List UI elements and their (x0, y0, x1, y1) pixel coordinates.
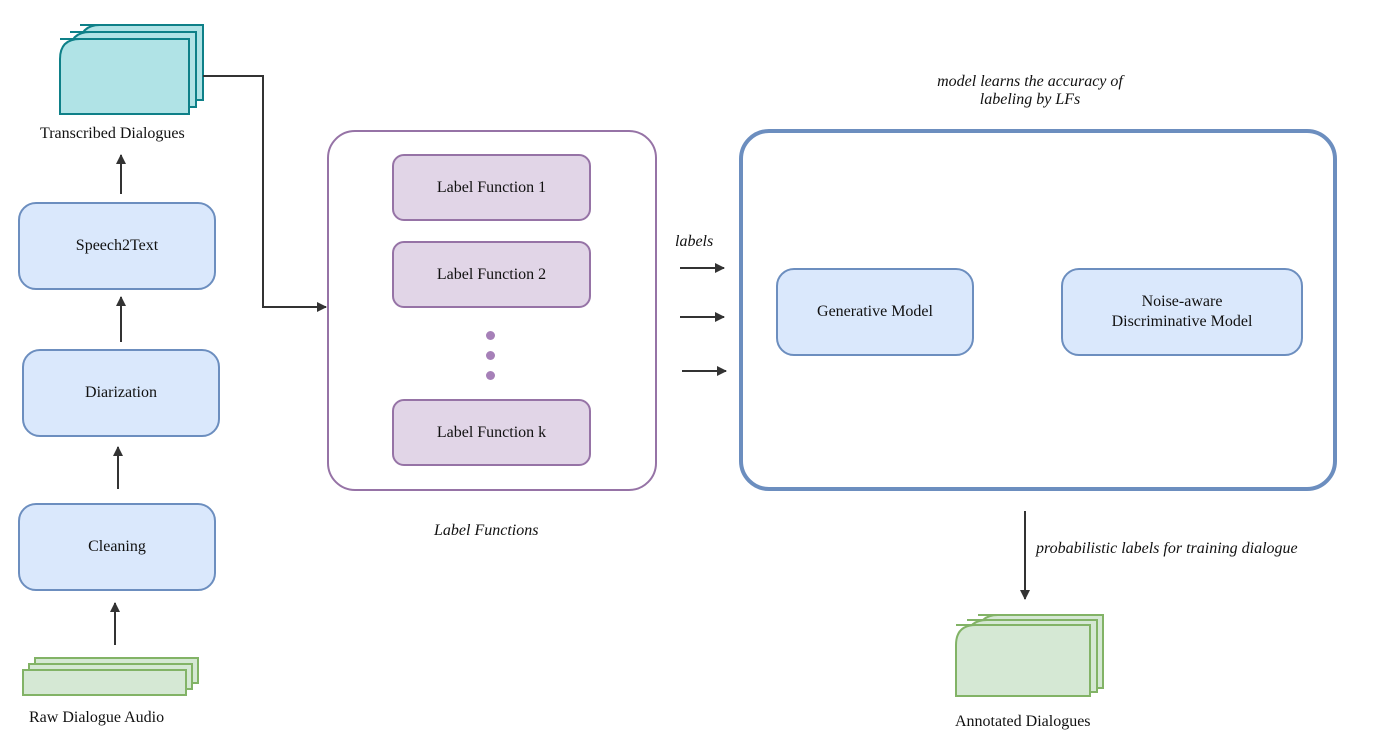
label-function-k[interactable]: Label Function k (392, 399, 591, 466)
raw-audio-icon (22, 657, 199, 696)
raw-audio-label: Raw Dialogue Audio (29, 709, 165, 726)
labels-edge-label: labels (675, 233, 714, 250)
discriminative-model-line2: Discriminative Model (1111, 313, 1253, 330)
label-function-1-text: Label Function 1 (436, 178, 547, 196)
diarization-label: Diarization (85, 384, 157, 401)
transcribed-dialogues-label: Transcribed Dialogues (40, 125, 185, 142)
speech2text-step[interactable]: Speech2Text (18, 202, 216, 290)
generative-model[interactable]: Generative Model (776, 268, 974, 356)
ellipsis-dots (486, 331, 496, 383)
transcribed-dialogues-icon (59, 24, 204, 115)
cleaning-step[interactable]: Cleaning (18, 503, 216, 591)
label-function-k-text: Label Function k (436, 423, 547, 441)
annotated-dialogues-icon (955, 614, 1104, 697)
annotated-dialogues-label: Annotated Dialogues (955, 713, 1091, 730)
discriminative-model-line1: Noise-aware (1141, 293, 1223, 310)
cleaning-label: Cleaning (88, 538, 146, 555)
label-function-2[interactable]: Label Function 2 (392, 241, 591, 308)
arrow-transcribed-to-label-functions (203, 75, 327, 312)
probabilistic-labels-edge-label: probabilistic labels for training dialog… (1036, 540, 1298, 557)
label-function-2-text: Label Function 2 (436, 265, 547, 283)
generative-model-label: Generative Model (817, 303, 933, 320)
model-note-line2: labeling by LFs (979, 91, 1081, 108)
label-functions-caption: Label Functions (434, 522, 539, 539)
model-note-line1: model learns the accuracy of (937, 73, 1123, 90)
diarization-step[interactable]: Diarization (22, 349, 220, 437)
label-function-1[interactable]: Label Function 1 (392, 154, 591, 221)
model-note: model learns the accuracy of labeling by… (880, 73, 1180, 109)
speech2text-label: Speech2Text (75, 237, 159, 254)
discriminative-model[interactable]: Noise-aware Discriminative Model (1061, 268, 1303, 356)
